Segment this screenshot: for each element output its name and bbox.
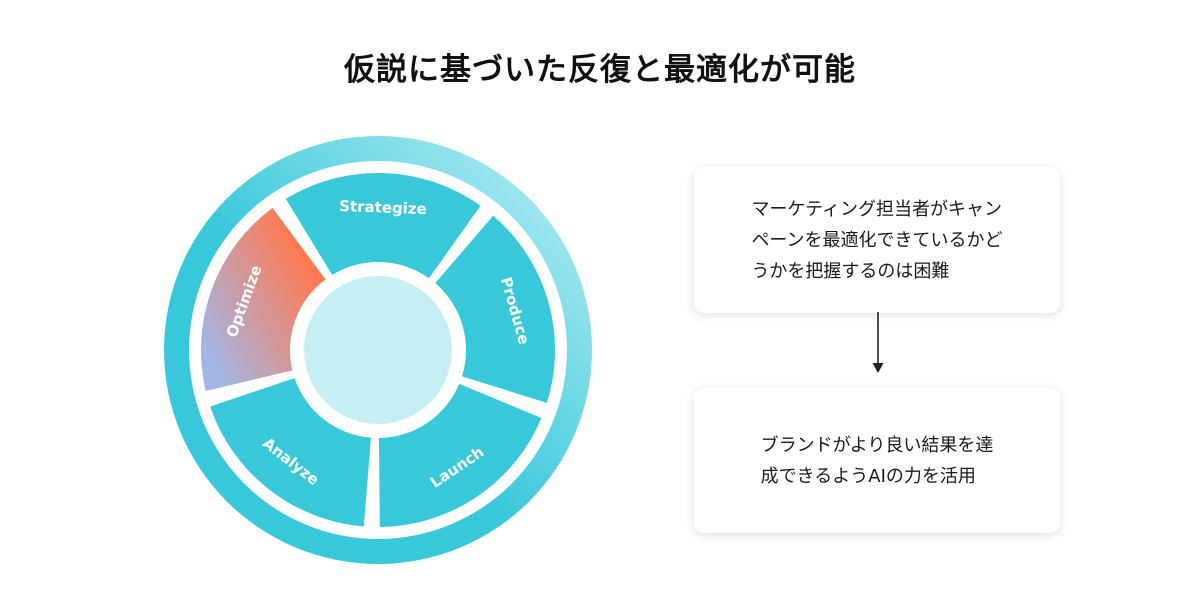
segment-label-strategize: Strategize <box>339 197 427 218</box>
down-arrow-icon <box>872 312 884 373</box>
segment-produce <box>435 215 555 403</box>
segment-analyze <box>210 378 371 527</box>
challenge-card: マーケティング担当者がキャン ペーンを最適化できているかど うかを把握するのは困… <box>694 167 1060 313</box>
solution-card: ブランドがより良い結果を達 成できるようAIの力を活用 <box>694 388 1060 533</box>
segment-optimize <box>201 207 326 392</box>
solution-line-2: 成できるようAIの力を活用 <box>760 465 976 487</box>
challenge-line-2: ペーンを最適化できているかど <box>751 229 1003 251</box>
segment-launch <box>378 383 542 527</box>
segment-strategize <box>285 172 481 279</box>
solution-text: ブランドがより良い結果を達 成できるようAIの力を活用 <box>761 430 994 492</box>
page-title: 仮説に基づいた反復と最適化が可能 <box>344 52 856 88</box>
solution-line-1: ブランドがより良い結果を達 <box>760 434 994 456</box>
challenge-line-3: うかを把握するのは困難 <box>751 260 950 282</box>
challenge-text: マーケティング担当者がキャン ペーンを最適化できているかど うかを把握するのは困… <box>751 194 1002 287</box>
center-hub <box>304 276 452 424</box>
challenge-line-1: マーケティング担当者がキャン <box>751 198 1002 220</box>
